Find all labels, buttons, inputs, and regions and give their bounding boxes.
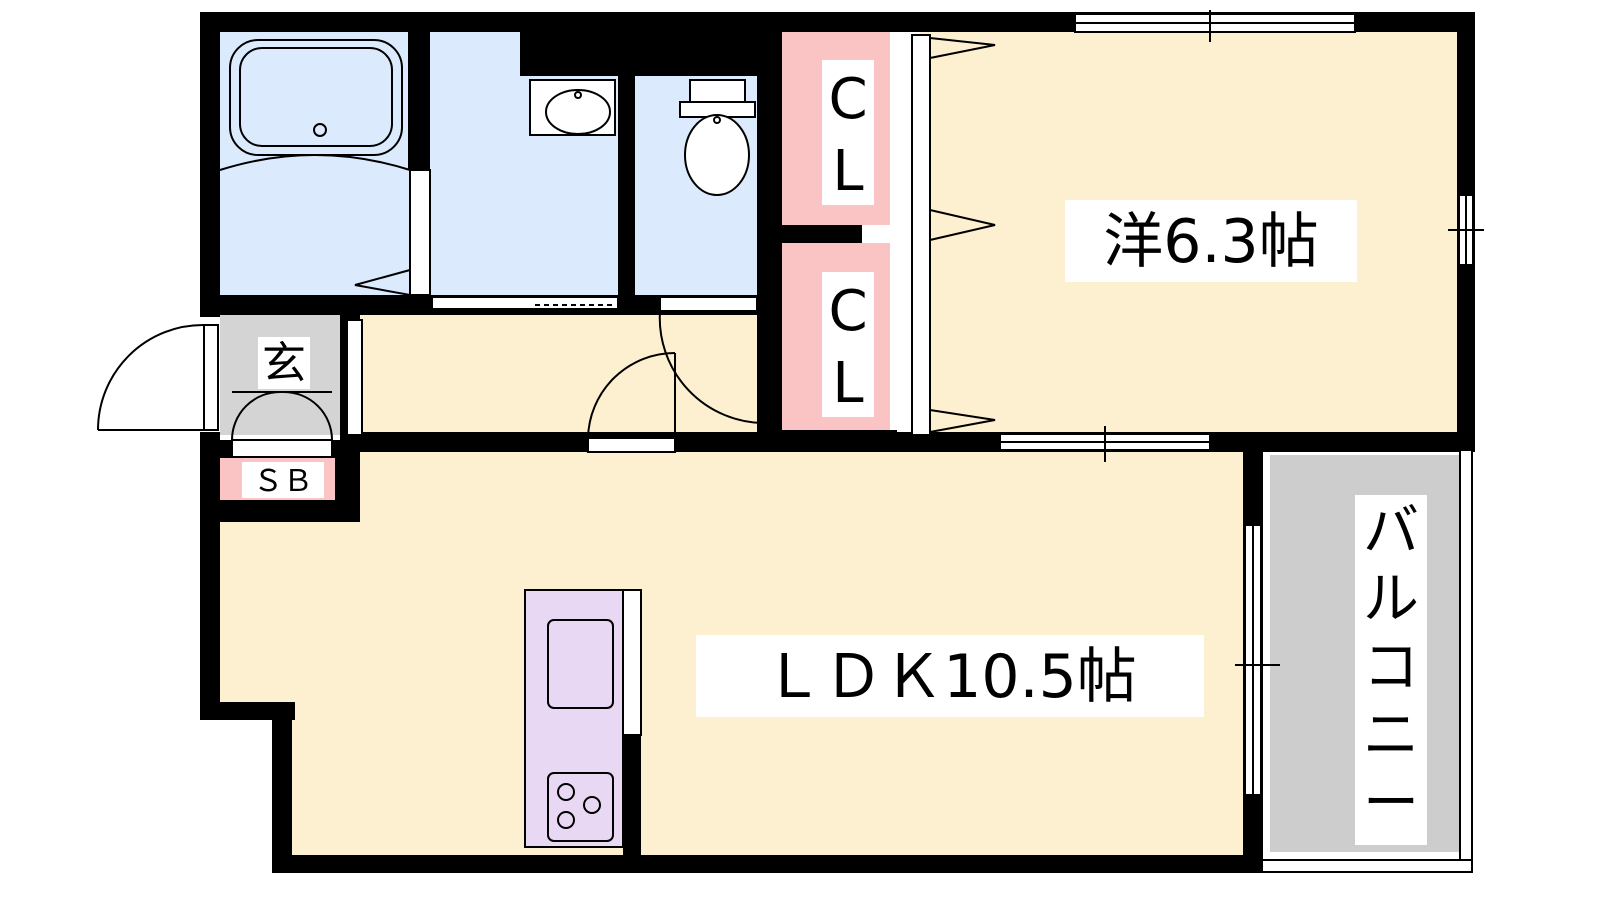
washroom-door [431,296,619,310]
closet-upper-label-top: C [828,67,867,132]
balcony-label: バ ル コ ニ ー [1363,499,1419,836]
western-room-label: 洋6.3帖 [1103,207,1318,277]
balcony-label-char: コ [1363,635,1419,700]
bathtub-icon [219,39,411,171]
kitchen-wall [623,735,641,857]
bath-door [354,169,431,296]
balcony-label-char: ル [1363,567,1419,632]
kitchen-partition [622,589,642,736]
shoe-box-doors [231,391,333,458]
entrance-label: 玄 [262,338,306,389]
closet-upper-label-bottom: L [832,139,863,204]
balcony-label-char: バ [1363,499,1419,564]
toilet-icon [679,79,756,196]
balcony-label-char: ニ [1363,703,1419,768]
hallway-door [587,352,676,453]
closet-lower-label-top: C [828,279,867,344]
ldk-label: ＬＤＫ10.5帖 [763,642,1137,712]
hallway-floor [345,305,775,440]
toilet-door [658,296,766,425]
windows [999,10,1484,873]
washbasin-icon [529,79,616,136]
entrance-door [97,319,363,436]
balcony-label-char: ー [1363,771,1419,836]
shoe-box-label: ＳＢ [253,464,313,499]
kitchen-counter [524,589,624,848]
closet-folding-doors [911,34,996,436]
kitchen-sink-icon [547,619,614,709]
closet-lower-label-bottom: L [832,351,863,416]
stove-icon [547,772,614,842]
